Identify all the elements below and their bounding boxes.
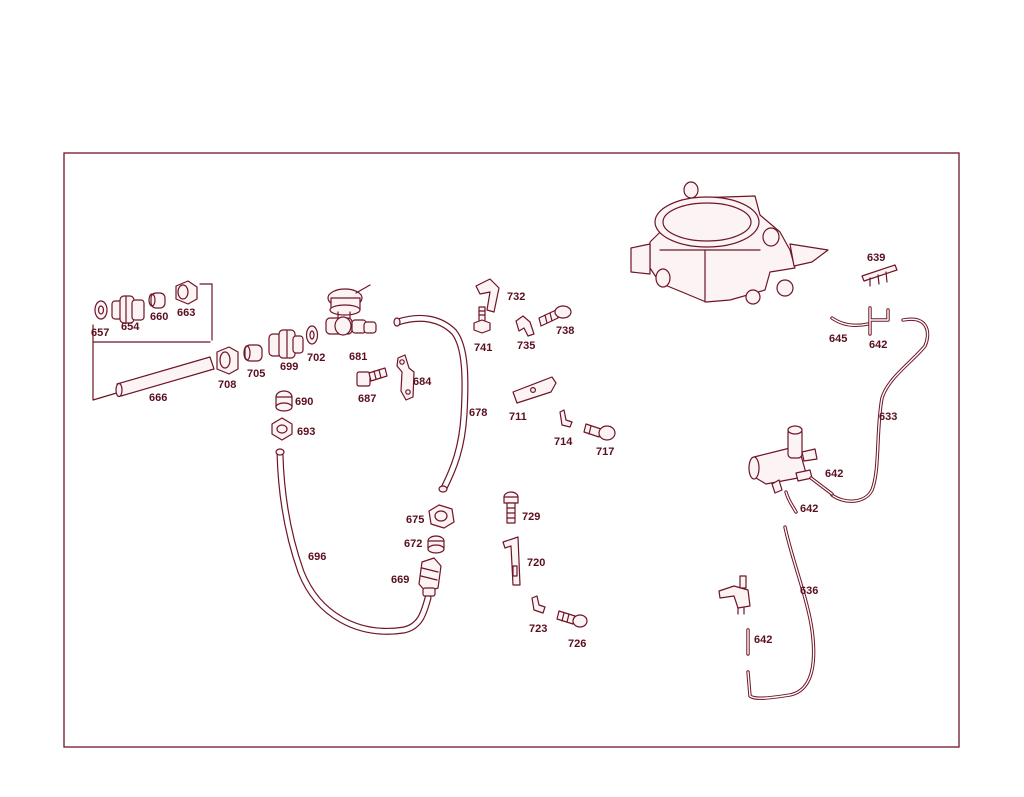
label-696: 696: [308, 551, 326, 563]
label-702: 702: [307, 352, 325, 364]
hose-642-lower: [784, 490, 798, 514]
diagram-frame: [63, 152, 960, 748]
label-693: 693: [297, 426, 315, 438]
label-675: 675: [406, 514, 424, 526]
tee-piece-642: [868, 306, 890, 336]
bracket-720: [502, 536, 521, 586]
label-723: 723: [529, 623, 547, 635]
nut-663: [175, 280, 198, 305]
label-642b: 642: [825, 468, 843, 480]
label-639: 639: [867, 252, 885, 264]
sleeve-672: [427, 535, 445, 554]
hose-696: [275, 448, 432, 635]
label-735: 735: [517, 340, 535, 352]
label-672: 672: [404, 538, 422, 550]
label-660: 660: [150, 311, 168, 323]
label-663: 663: [177, 307, 195, 319]
part-labels: 657 654 660 663 666 708 705 699 702 681 …: [91, 252, 897, 650]
label-705: 705: [247, 368, 265, 380]
tube-666: [115, 356, 215, 398]
nut-675: [428, 504, 455, 529]
fitting-699: [268, 329, 304, 359]
bolt-687: [356, 367, 388, 387]
label-636: 636: [800, 585, 818, 597]
bracket-711: [512, 376, 557, 404]
nut-693: [271, 417, 293, 441]
label-699: 699: [280, 361, 298, 373]
pipe-633: [830, 317, 930, 503]
label-720: 720: [527, 557, 545, 569]
hose-678: [393, 314, 469, 493]
fitting-669: [418, 557, 442, 597]
hose-642-right: [809, 476, 834, 496]
label-642c: 642: [800, 503, 818, 515]
label-726: 726: [568, 638, 586, 650]
valve-681: [325, 284, 377, 336]
bolt-729: [503, 491, 519, 524]
fitting-group-bracket: [92, 283, 213, 401]
sleeve-660: [148, 292, 166, 309]
label-681: 681: [349, 351, 367, 363]
bolt-726: [556, 610, 588, 628]
label-711: 711: [509, 411, 527, 423]
label-657: 657: [91, 327, 109, 339]
label-633: 633: [879, 411, 897, 423]
washer-702: [305, 325, 319, 345]
label-741: 741: [474, 342, 492, 354]
label-729: 729: [522, 511, 540, 523]
washer-657: [94, 300, 108, 320]
vacuum-valve: [748, 425, 818, 494]
manifold-639: [861, 264, 898, 287]
label-642a: 642: [869, 339, 887, 351]
label-690: 690: [295, 396, 313, 408]
hose-645: [830, 316, 870, 328]
bracket-732: [475, 278, 500, 313]
bolt-741: [473, 306, 491, 334]
label-642d: 642: [754, 634, 772, 646]
clip-723: [531, 595, 546, 614]
label-738: 738: [556, 325, 574, 337]
label-669: 669: [391, 574, 409, 586]
label-684: 684: [413, 376, 432, 388]
clip-714: [559, 409, 573, 428]
label-714: 714: [554, 436, 573, 448]
bolt-738: [538, 305, 572, 327]
bracket-684: [396, 354, 415, 401]
bolt-717: [583, 423, 616, 441]
cap-nut-690: [275, 390, 293, 412]
label-678: 678: [469, 407, 487, 419]
label-717: 717: [596, 446, 614, 458]
label-732: 732: [507, 291, 525, 303]
label-654: 654: [121, 321, 140, 333]
small-valve: [718, 575, 751, 615]
label-687: 687: [358, 393, 376, 405]
pipe-636: [746, 525, 816, 700]
throttle-body: [630, 181, 829, 305]
fitting-654: [111, 295, 145, 324]
clip-735: [515, 315, 535, 337]
nut-708: [216, 346, 239, 375]
label-645: 645: [829, 333, 847, 345]
label-708: 708: [218, 379, 236, 391]
label-666: 666: [149, 392, 167, 404]
sleeve-705: [243, 344, 263, 362]
